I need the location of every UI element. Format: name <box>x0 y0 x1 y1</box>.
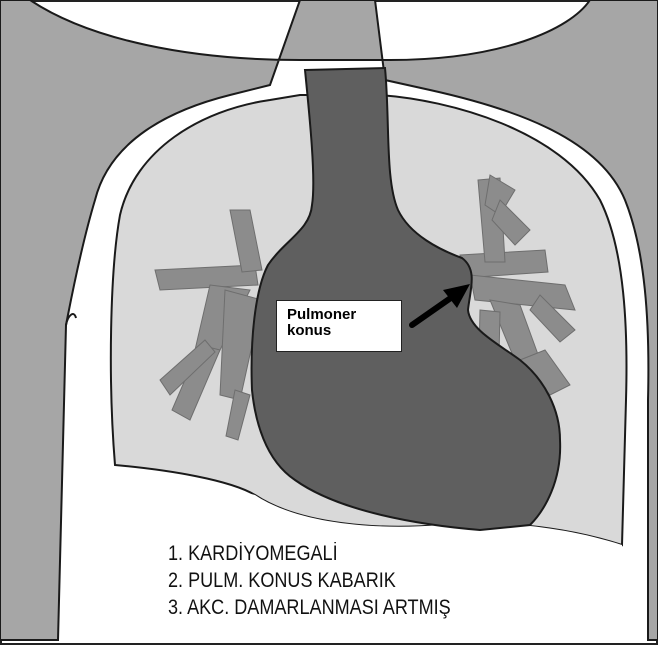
finding-1: 1. KARDİYOMEGALİ <box>168 540 451 567</box>
finding-2: 2. PULM. KONUS KABARIK <box>168 567 451 594</box>
annotation-line-2: konus <box>287 323 391 339</box>
annotation-line-1: Pulmoner <box>287 307 391 323</box>
finding-3: 3. AKC. DAMARLANMASI ARTMIŞ <box>168 594 451 621</box>
annotation-label: Pulmoner konus <box>276 300 402 352</box>
findings-list: 1. KARDİYOMEGALİ 2. PULM. KONUS KABARIK … <box>168 540 451 621</box>
